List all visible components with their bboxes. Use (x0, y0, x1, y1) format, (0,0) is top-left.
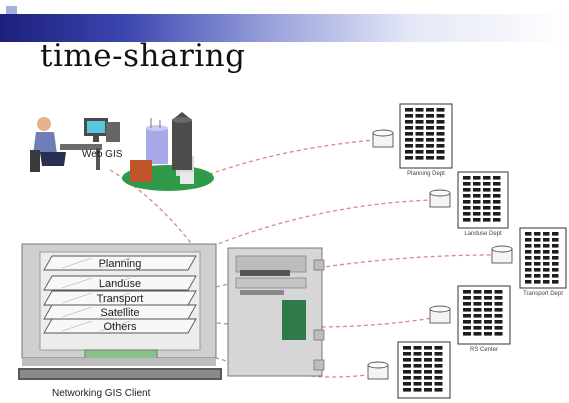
client-caption: Networking GIS Client (52, 388, 151, 399)
server-rack: Landuse Dept (429, 171, 509, 237)
server-label: Transport Dept (523, 291, 563, 297)
layer-label: Others (103, 321, 137, 333)
layer-plate: Planning (43, 255, 197, 271)
server-label: RS Center (470, 347, 498, 353)
web-gis-workstation (30, 117, 120, 172)
layer-plate: Transport (43, 290, 197, 306)
server-label: Planning Dept (407, 171, 445, 177)
central-servers (122, 112, 214, 191)
layer-plate: Others (43, 318, 197, 334)
link-landuse (179, 199, 433, 261)
layer-label: Landuse (99, 278, 141, 290)
link-webgis (109, 169, 201, 256)
link-transport (181, 254, 493, 296)
server-rack (367, 341, 451, 399)
layer-label: Planning (99, 258, 142, 270)
layer-plate: Satellite (43, 304, 197, 320)
web-gis-label: Web GIS (82, 149, 123, 160)
layer-plate: Landuse (43, 275, 197, 291)
layer-label: Transport (97, 293, 144, 305)
keyboard (18, 368, 222, 380)
server-rack: Transport Dept (491, 227, 567, 297)
title-bar (0, 14, 569, 42)
layer-label: Satellite (100, 307, 139, 319)
server-rack: RS Center (429, 285, 511, 353)
server-rack: Planning Dept (372, 103, 453, 177)
server-label: Landuse Dept (464, 231, 502, 237)
slide-title: time-sharing (40, 38, 246, 74)
cpu-tower (227, 247, 325, 377)
